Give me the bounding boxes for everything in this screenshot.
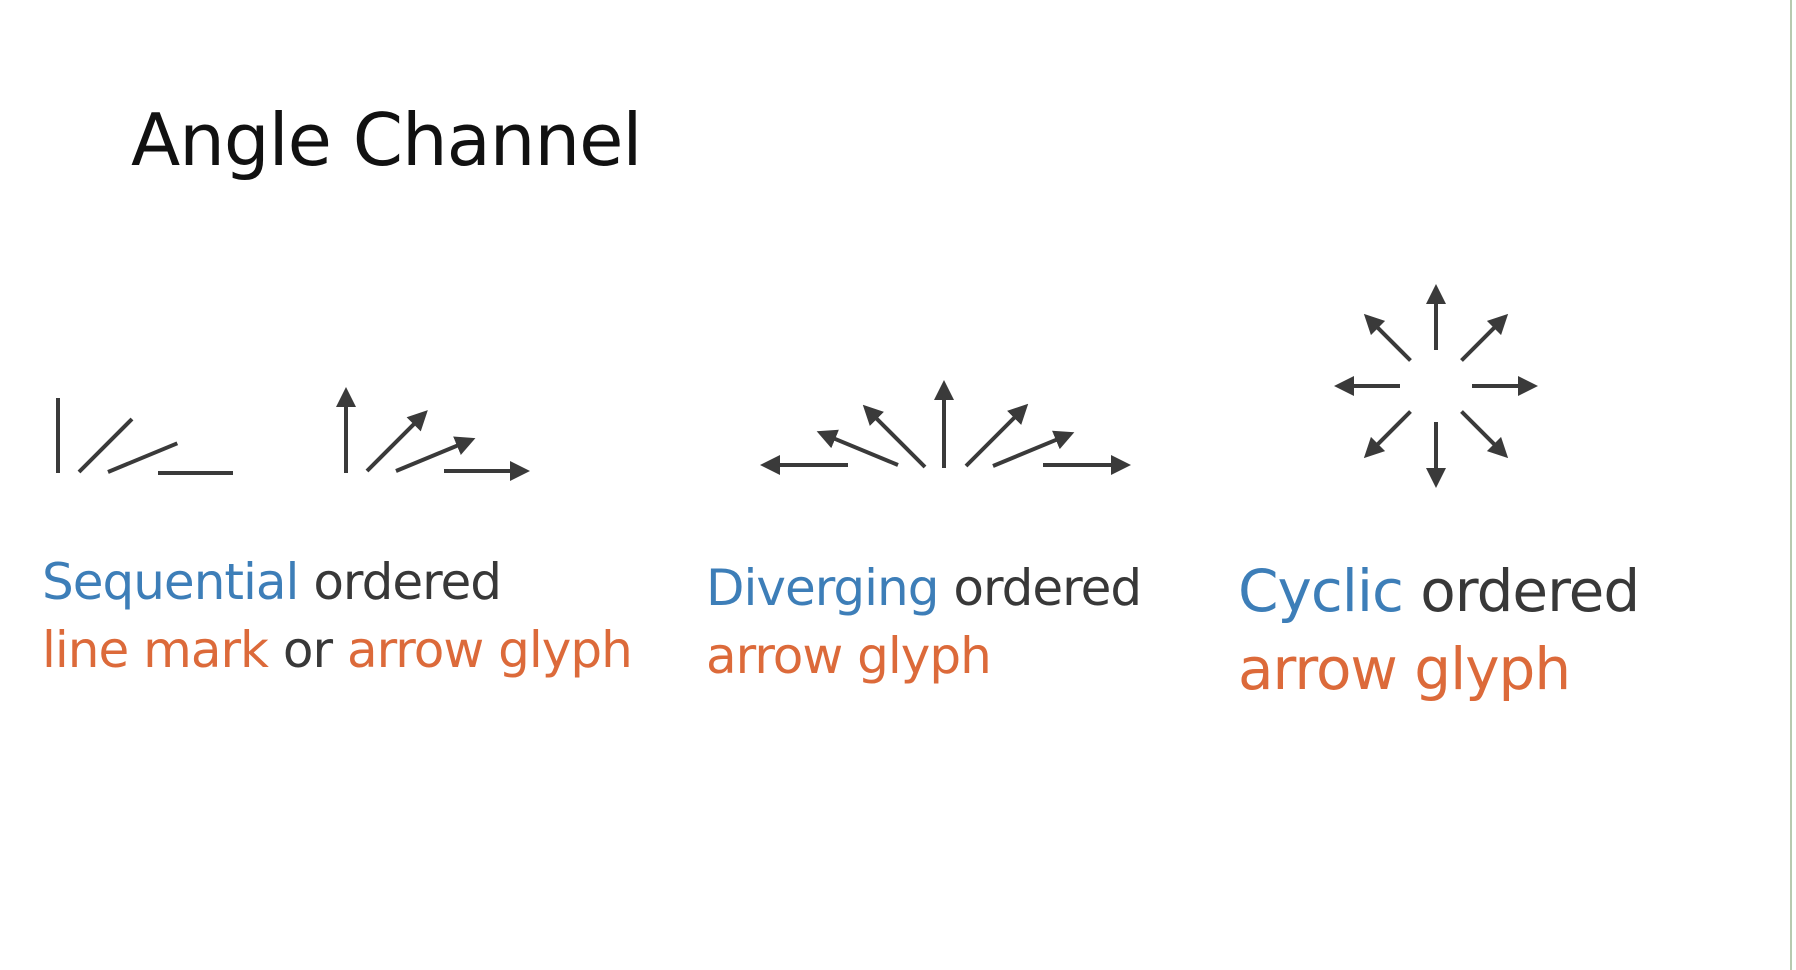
diverging-arrow-glyphs [760, 380, 1131, 475]
diverging-arrow-glyph [964, 403, 1029, 468]
slide-edge-border [1790, 0, 1792, 970]
diverging-ordered-label: ordered [953, 559, 1142, 617]
sequential-caption-line-1: Sequential ordered [42, 548, 632, 616]
sequential-line-mark [77, 417, 134, 474]
sequential-kind-label: Sequential [42, 553, 299, 611]
diverging-kind-label: Diverging [706, 559, 939, 617]
cyclic-caption-line-1: Cyclic ordered [1238, 552, 1640, 630]
cyclic-arrow-glyph [1460, 313, 1509, 362]
diverging-arrow-glyph [862, 404, 927, 469]
sequential-caption: Sequential ordered line mark or arrow gl… [42, 548, 633, 684]
sequential-arrow-glyphs [336, 387, 530, 481]
slide-title: Angle Channel [131, 98, 642, 182]
diverging-caption: Diverging ordered arrow glyph [706, 554, 1142, 690]
sequential-line-mark [107, 441, 179, 474]
cyclic-caption: Cyclic ordered arrow glyph [1238, 552, 1640, 708]
sequential-or-label: or [282, 621, 333, 679]
diverging-arrow-glyph [816, 429, 899, 467]
sequential-mark-label: line mark [42, 621, 269, 679]
cyclic-ordered-label: ordered [1420, 557, 1640, 625]
sequential-caption-line-2: line mark or arrow glyph [42, 616, 633, 684]
sequential-arrow-glyph [365, 410, 428, 473]
cyclic-arrow-glyphs [1334, 284, 1538, 488]
cyclic-glyph-label: arrow glyph [1238, 635, 1571, 703]
sequential-ordered-label: ordered [313, 553, 502, 611]
diverging-caption-line-1: Diverging ordered [706, 554, 1142, 622]
cyclic-arrow-glyph [1363, 410, 1412, 459]
cyclic-arrow-glyph [1460, 410, 1509, 459]
diverging-glyph-label: arrow glyph [706, 627, 992, 685]
sequential-line-marks [56, 398, 233, 475]
cyclic-arrow-glyph [1363, 313, 1412, 362]
sequential-glyph-label: arrow glyph [346, 621, 633, 679]
sequential-arrow-glyph [395, 436, 476, 473]
diverging-arrow-glyph [992, 430, 1075, 468]
cyclic-kind-label: Cyclic [1238, 557, 1404, 625]
